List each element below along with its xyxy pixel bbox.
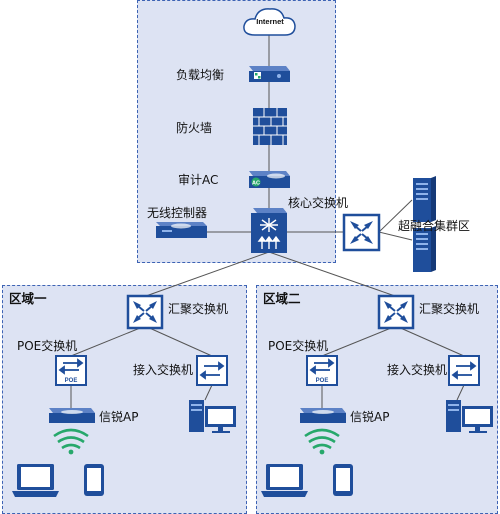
audit-ac-badge: AC [252,181,260,187]
internet-cloud-icon: Internet [243,8,296,36]
wireless-controller-label: 无线控制器 [147,206,208,220]
zone-1-access-switch-icon [196,355,228,386]
server-bottom-icon [413,226,436,272]
cluster-server-top-line [378,199,413,233]
server-top-icon [413,176,436,222]
cluster-switch-icon [342,213,381,252]
audit-ac-label: 审计AC [178,173,219,187]
audit-ac-icon: AC [249,171,290,188]
agg2-poe-line [321,325,397,357]
zone-1-access-label: 接入交换机 [133,363,194,377]
zone-1-pc-icon [189,400,236,433]
load-balancer-icon [249,66,290,82]
zone-2-aggregation-label: 汇聚交换机 [419,302,480,316]
access2-pc-line [456,384,465,401]
zone-2-ap-icon [300,408,346,423]
zone-2-laptop-icon [261,464,308,497]
zone-2-phone-icon [333,464,353,496]
zone-2-aggregation-switch-icon [377,294,415,330]
zone-1-ap-label: 信锐AP [99,410,139,424]
core-agg1-line [145,251,270,297]
zone-2-poe-badge: POE [316,378,329,384]
zone-2-title: 区域二 [263,291,301,306]
core-switch-label: 核心交换机 [288,196,349,210]
zone-2-ap-label: 信锐AP [350,410,390,424]
zone-1-laptop-icon [12,464,59,497]
internet-label: Internet [256,17,284,26]
firewall-icon [253,108,287,145]
zone-2-poe-label: POE交换机 [268,339,329,353]
core-switch-icon [251,208,287,253]
zone-1-wifi-icon [53,428,89,455]
access1-pc-line [204,384,213,401]
zone-1-ap-icon [49,408,95,423]
cluster-server-bottom-line [378,231,413,241]
zone-2-wifi-icon [304,428,340,455]
agg1-poe-line [70,325,146,357]
zone-2-access-label: 接入交换机 [387,363,448,377]
load-balancer-label: 负载均衡 [176,68,225,82]
zone-1-poe-badge: POE [65,378,78,384]
hyper-cluster-label: 超融合集群区 [398,219,471,233]
core-area [137,0,336,263]
zone-1-title: 区域一 [9,291,47,306]
zone-1-aggregation-label: 汇聚交换机 [168,302,229,316]
wireless-controller-icon [156,222,207,238]
zone-2-pc-icon [446,400,493,433]
zone-2-poe-switch-icon: POE [306,355,338,386]
zone-2-access-switch-icon [448,355,480,386]
zone-1-aggregation-switch-icon [126,294,164,330]
zone-1-poe-label: POE交换机 [17,339,78,353]
zone-1-phone-icon [84,464,104,496]
core-agg2-line [268,251,396,297]
firewall-label: 防火墙 [176,121,213,135]
agg2-access-line [395,325,465,357]
zone-1-poe-switch-icon: POE [55,355,87,386]
agg1-access-line [144,325,213,357]
